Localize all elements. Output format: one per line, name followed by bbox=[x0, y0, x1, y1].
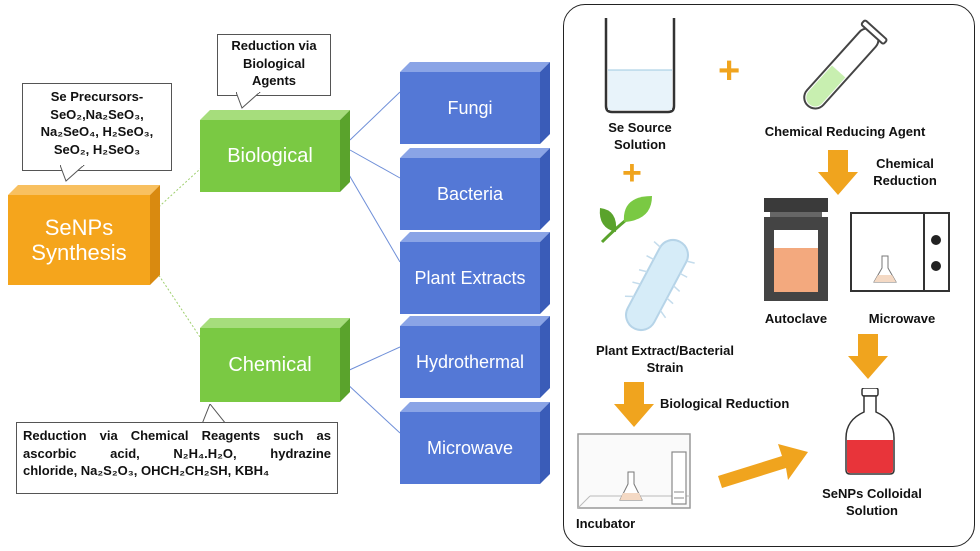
plant-extract-line2: Strain bbox=[646, 359, 684, 375]
plant-extract-line1: Plant Extract/Bacterial bbox=[595, 343, 734, 358]
se-source-label: Se Source Solution bbox=[590, 120, 690, 154]
method-box-plant-extracts: Plant Extracts bbox=[400, 232, 550, 314]
chem-callout-line1: Reduction via Chemical Reagents such as bbox=[23, 428, 331, 443]
precursor-line2: SeO₂,Na₂SeO₃, bbox=[50, 106, 144, 122]
test-tube-icon bbox=[803, 19, 888, 110]
precursor-line3: Na₂SeO₄, H₂SeO₃, bbox=[40, 124, 154, 140]
reducing-agent-label: Chemical Reducing Agent bbox=[764, 124, 926, 139]
colloidal-label: SeNPs Colloidal Solution bbox=[812, 486, 932, 520]
arrow-down-chem bbox=[818, 150, 858, 195]
colloidal-line2: Solution bbox=[846, 502, 898, 518]
autoclave-label: Autoclave bbox=[764, 311, 828, 326]
chemical-box-shape bbox=[200, 318, 350, 402]
synthesis-box-shape bbox=[8, 185, 160, 285]
biological-box: Biological bbox=[200, 110, 350, 192]
incubator-label: Incubator bbox=[576, 516, 636, 531]
chem-callout-line3: chloride, Na₂S₂O₃, OHCH₂CH₂SH, KBH₄ bbox=[23, 463, 270, 479]
method-box-shape bbox=[400, 148, 550, 230]
bio-callout-line3: Agents bbox=[251, 73, 297, 89]
arrow-diagonal bbox=[718, 444, 808, 488]
method-box-shape bbox=[400, 316, 550, 398]
method-label: Hydrothermal bbox=[415, 351, 525, 372]
microwave-icon bbox=[850, 212, 950, 292]
autoclave-icon bbox=[764, 198, 828, 301]
plant-extract-label: Plant Extract/Bacterial Strain bbox=[580, 343, 750, 377]
chem-callout-line2: ascorbic acid, N₂H₄.H₂O, hydrazine bbox=[23, 445, 331, 461]
chemical-reduction-label: Chemical Reduction bbox=[865, 156, 945, 190]
chemical-reduction-line2: Reduction bbox=[873, 172, 937, 188]
precursor-callout: Se Precursors- SeO₂,Na₂SeO₃, Na₂SeO₄, H₂… bbox=[22, 83, 172, 171]
precursor-line4: SeO₂, H₂SeO₃ bbox=[53, 141, 141, 157]
colloidal-line1: SeNPs Colloidal bbox=[822, 486, 922, 501]
method-box-microwave: Microwave bbox=[400, 402, 550, 484]
microwave-label: Microwave bbox=[868, 311, 936, 326]
chemical-label: Chemical bbox=[228, 353, 312, 376]
bacterium-icon bbox=[624, 238, 695, 332]
bio-callout: Reduction via Biological Agents bbox=[217, 34, 331, 96]
se-source-line2: Solution bbox=[614, 136, 666, 152]
method-box-shape bbox=[400, 62, 550, 144]
chem-callout-tail bbox=[201, 404, 227, 424]
method-box-hydrothermal: Hydrothermal bbox=[400, 316, 550, 398]
chemical-reduction-line1: Chemical bbox=[876, 156, 934, 171]
method-box-bacteria: Bacteria bbox=[400, 148, 550, 230]
biological-box-shape bbox=[200, 110, 350, 192]
biological-label: Biological bbox=[227, 144, 313, 167]
incubator-icon bbox=[577, 433, 691, 509]
plus-icon-top: + bbox=[718, 50, 741, 92]
synthesis-label-line2: Synthesis bbox=[31, 240, 127, 265]
synthesis-label-line1: SeNPs bbox=[44, 214, 114, 240]
bio-callout-line1: Reduction via bbox=[231, 38, 317, 53]
leaf-icon bbox=[599, 196, 652, 244]
method-box-shape bbox=[400, 402, 550, 484]
method-box-shape bbox=[400, 232, 550, 314]
bio-callout-tail bbox=[236, 92, 261, 109]
method-label: Bacteria bbox=[436, 183, 504, 204]
se-source-line1: Se Source bbox=[608, 120, 672, 135]
colloidal-flask-icon bbox=[845, 388, 895, 475]
method-label: Microwave bbox=[426, 437, 514, 458]
synthesis-box: SeNPs Synthesis bbox=[8, 185, 160, 285]
method-box-fungi: Fungi bbox=[400, 62, 550, 144]
precursor-line1: Se Precursors- bbox=[50, 89, 144, 104]
bio-callout-line2: Biological bbox=[242, 55, 306, 71]
chemical-box: Chemical bbox=[200, 318, 350, 402]
method-label: Fungi bbox=[447, 97, 493, 118]
chem-callout: Reduction via Chemical Reagents such as … bbox=[16, 422, 338, 494]
arrow-down-bio bbox=[614, 382, 654, 427]
plus-icon-left: + bbox=[622, 154, 642, 192]
precursor-callout-tail bbox=[60, 165, 85, 182]
process-panel bbox=[563, 4, 975, 547]
arrow-down-final bbox=[848, 334, 888, 379]
beaker-icon bbox=[604, 18, 676, 114]
biological-reduction-label: Biological Reduction bbox=[660, 396, 790, 411]
method-label: Plant Extracts bbox=[414, 267, 526, 288]
